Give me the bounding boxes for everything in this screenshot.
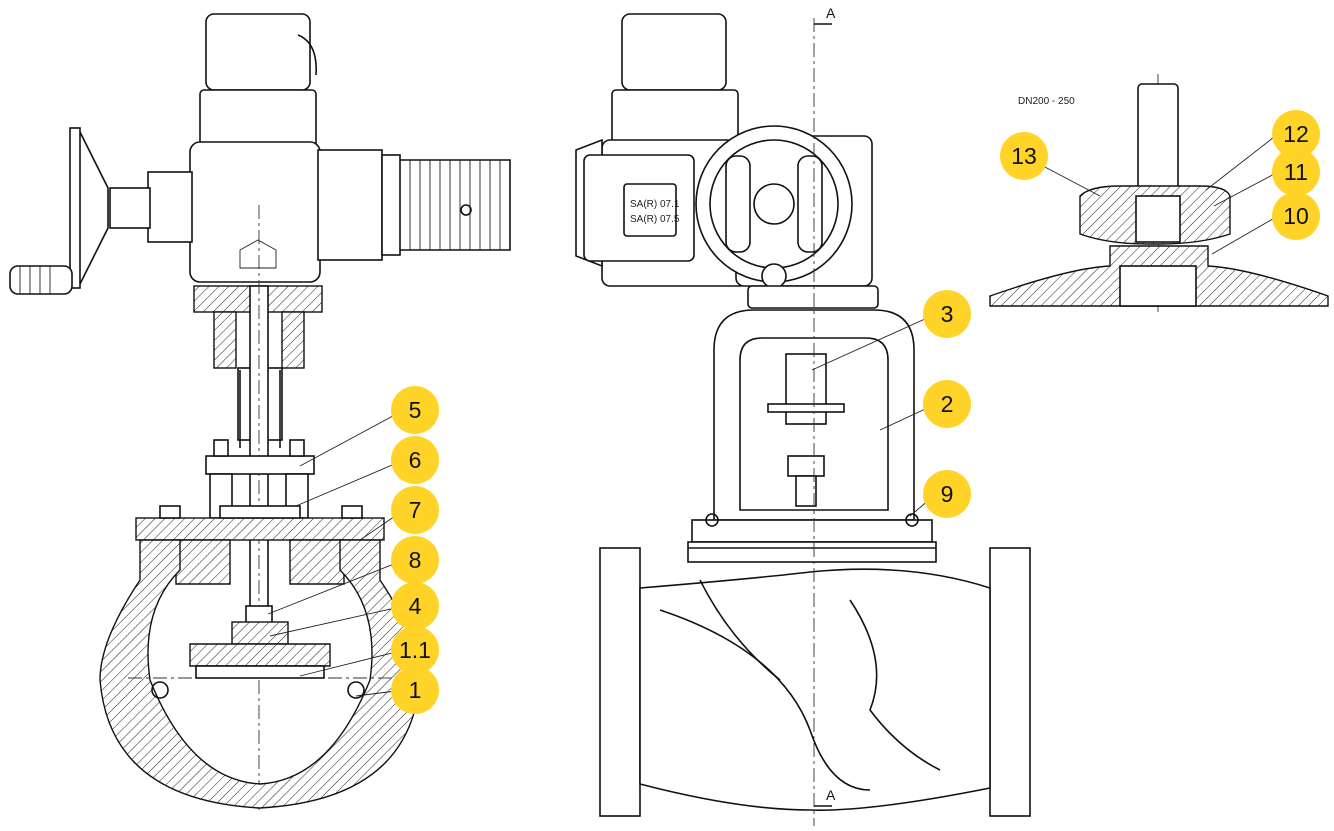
- detail-title: DN200 - 250: [1018, 96, 1075, 107]
- front-view: SA(R) 07.1 SA(R) 07.5: [575, 5, 1031, 826]
- callout-3: 3: [923, 290, 971, 338]
- callout-5: 5: [391, 386, 439, 434]
- section-view: [9, 13, 511, 810]
- callout-3-label: 3: [941, 301, 954, 327]
- callout-11: 11: [1272, 148, 1320, 196]
- callout-13-label: 13: [1011, 143, 1037, 169]
- actuator-fins: [400, 159, 511, 251]
- callout-11-label: 11: [1284, 159, 1308, 185]
- callout-5-label: 5: [409, 397, 422, 423]
- callout-6-label: 6: [409, 447, 422, 473]
- callout-8: 8: [391, 536, 439, 584]
- callout-13: 13: [1000, 132, 1048, 180]
- callout-9: 9: [923, 470, 971, 518]
- valve-body-front: [599, 547, 1031, 817]
- callout-4-label: 4: [409, 593, 422, 619]
- nameplate-line1: SA(R) 07.1: [630, 199, 680, 210]
- callout-7: 7: [391, 486, 439, 534]
- nameplate-line2: SA(R) 07.5: [630, 214, 680, 225]
- callout-1-1: 1.1: [391, 626, 439, 674]
- detail-view: DN200 - 250: [989, 74, 1329, 312]
- callout-2: 2: [923, 380, 971, 428]
- callout-2-label: 2: [941, 391, 954, 417]
- bonnet-front: [687, 513, 937, 563]
- callout-1-1-label: 1.1: [399, 637, 431, 663]
- callout-9-label: 9: [941, 481, 954, 507]
- callout-1-label: 1: [409, 677, 422, 703]
- callout-1: 1: [391, 666, 439, 714]
- callout-12: 12: [1272, 110, 1320, 158]
- plug-left: [189, 605, 331, 679]
- callout-4: 4: [391, 582, 439, 630]
- actuator-left: [9, 13, 511, 295]
- section-mark-bottom: A: [826, 787, 836, 803]
- callout-10-label: 10: [1283, 203, 1309, 229]
- adapter-plate: [747, 285, 879, 309]
- callout-7-label: 7: [409, 497, 422, 523]
- section-mark-top: A: [826, 5, 836, 21]
- callout-12-label: 12: [1283, 121, 1309, 147]
- callout-8-label: 8: [409, 547, 422, 573]
- handwheel-front: [695, 125, 853, 289]
- callout-10: 10: [1272, 192, 1320, 240]
- callout-6: 6: [391, 436, 439, 484]
- bonnet-left: [135, 505, 385, 585]
